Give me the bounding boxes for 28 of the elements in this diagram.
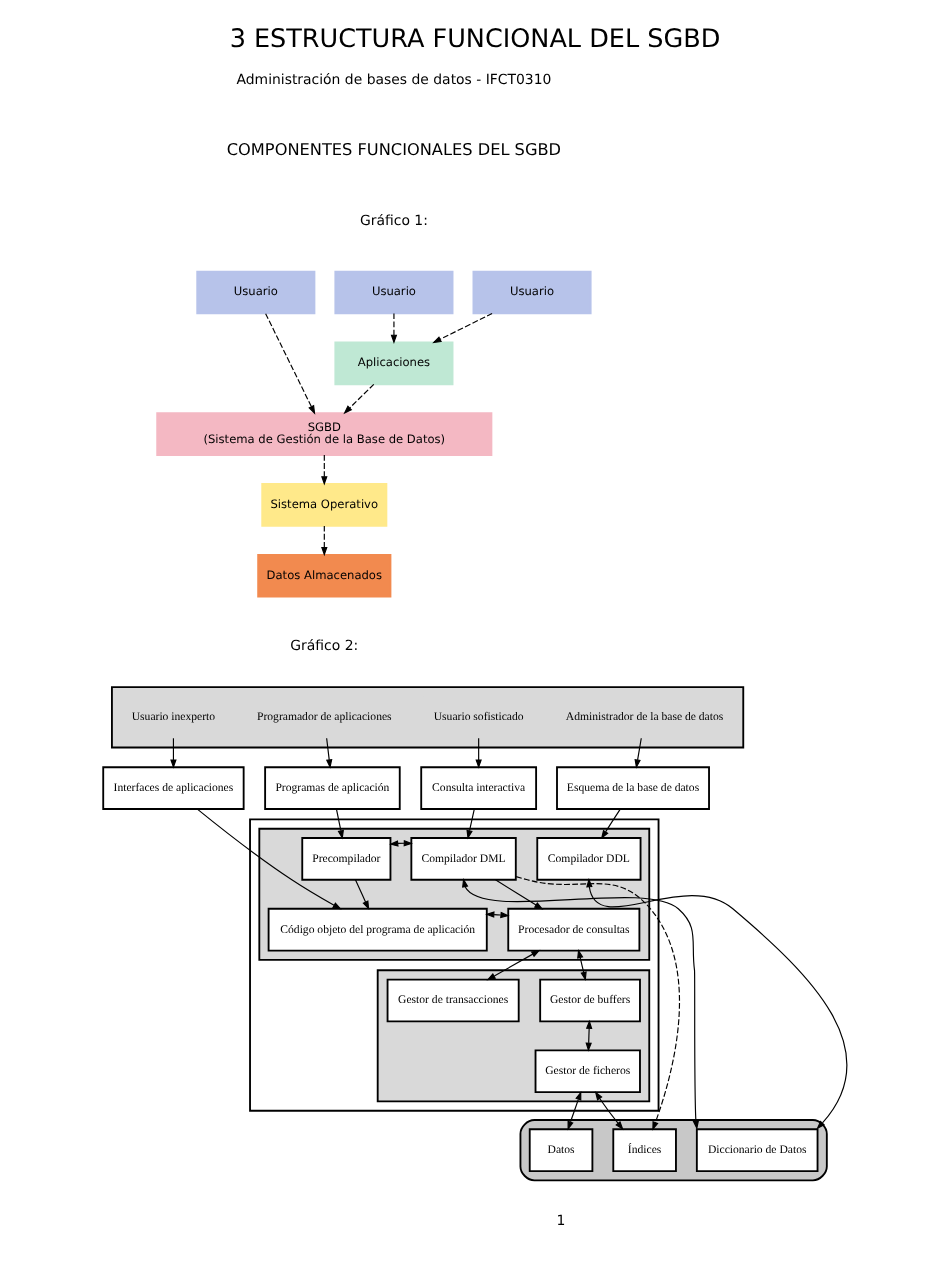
arrow (593, 1091, 623, 1131)
arrow (264, 313, 315, 415)
cluster (110, 686, 744, 749)
arrow (514, 876, 680, 1131)
arrow (485, 949, 540, 981)
cluster (248, 818, 659, 1112)
arrow (353, 879, 369, 911)
diagram-title: 3 ESTRUCTURA FUNCIONAL DEL SGBD (228, 25, 720, 56)
arrow (342, 383, 374, 415)
arrow (576, 948, 586, 982)
arrow (474, 737, 481, 769)
arrow (196, 808, 341, 910)
arrow (493, 879, 543, 910)
arrow (584, 1019, 592, 1052)
arrow (389, 312, 397, 344)
arrow (599, 808, 620, 840)
arrow (320, 454, 327, 486)
arrow (585, 878, 847, 1130)
arrow (566, 1090, 581, 1131)
arrow (320, 525, 327, 557)
arrow (169, 737, 176, 769)
arrow (633, 737, 641, 769)
arrow (334, 808, 343, 840)
arrow (461, 878, 699, 1130)
arrow (431, 312, 492, 344)
arrow (465, 808, 474, 840)
label: COMPONENTES FUNCIONALES DEL SGBD (225, 139, 561, 160)
arrow (324, 737, 332, 769)
